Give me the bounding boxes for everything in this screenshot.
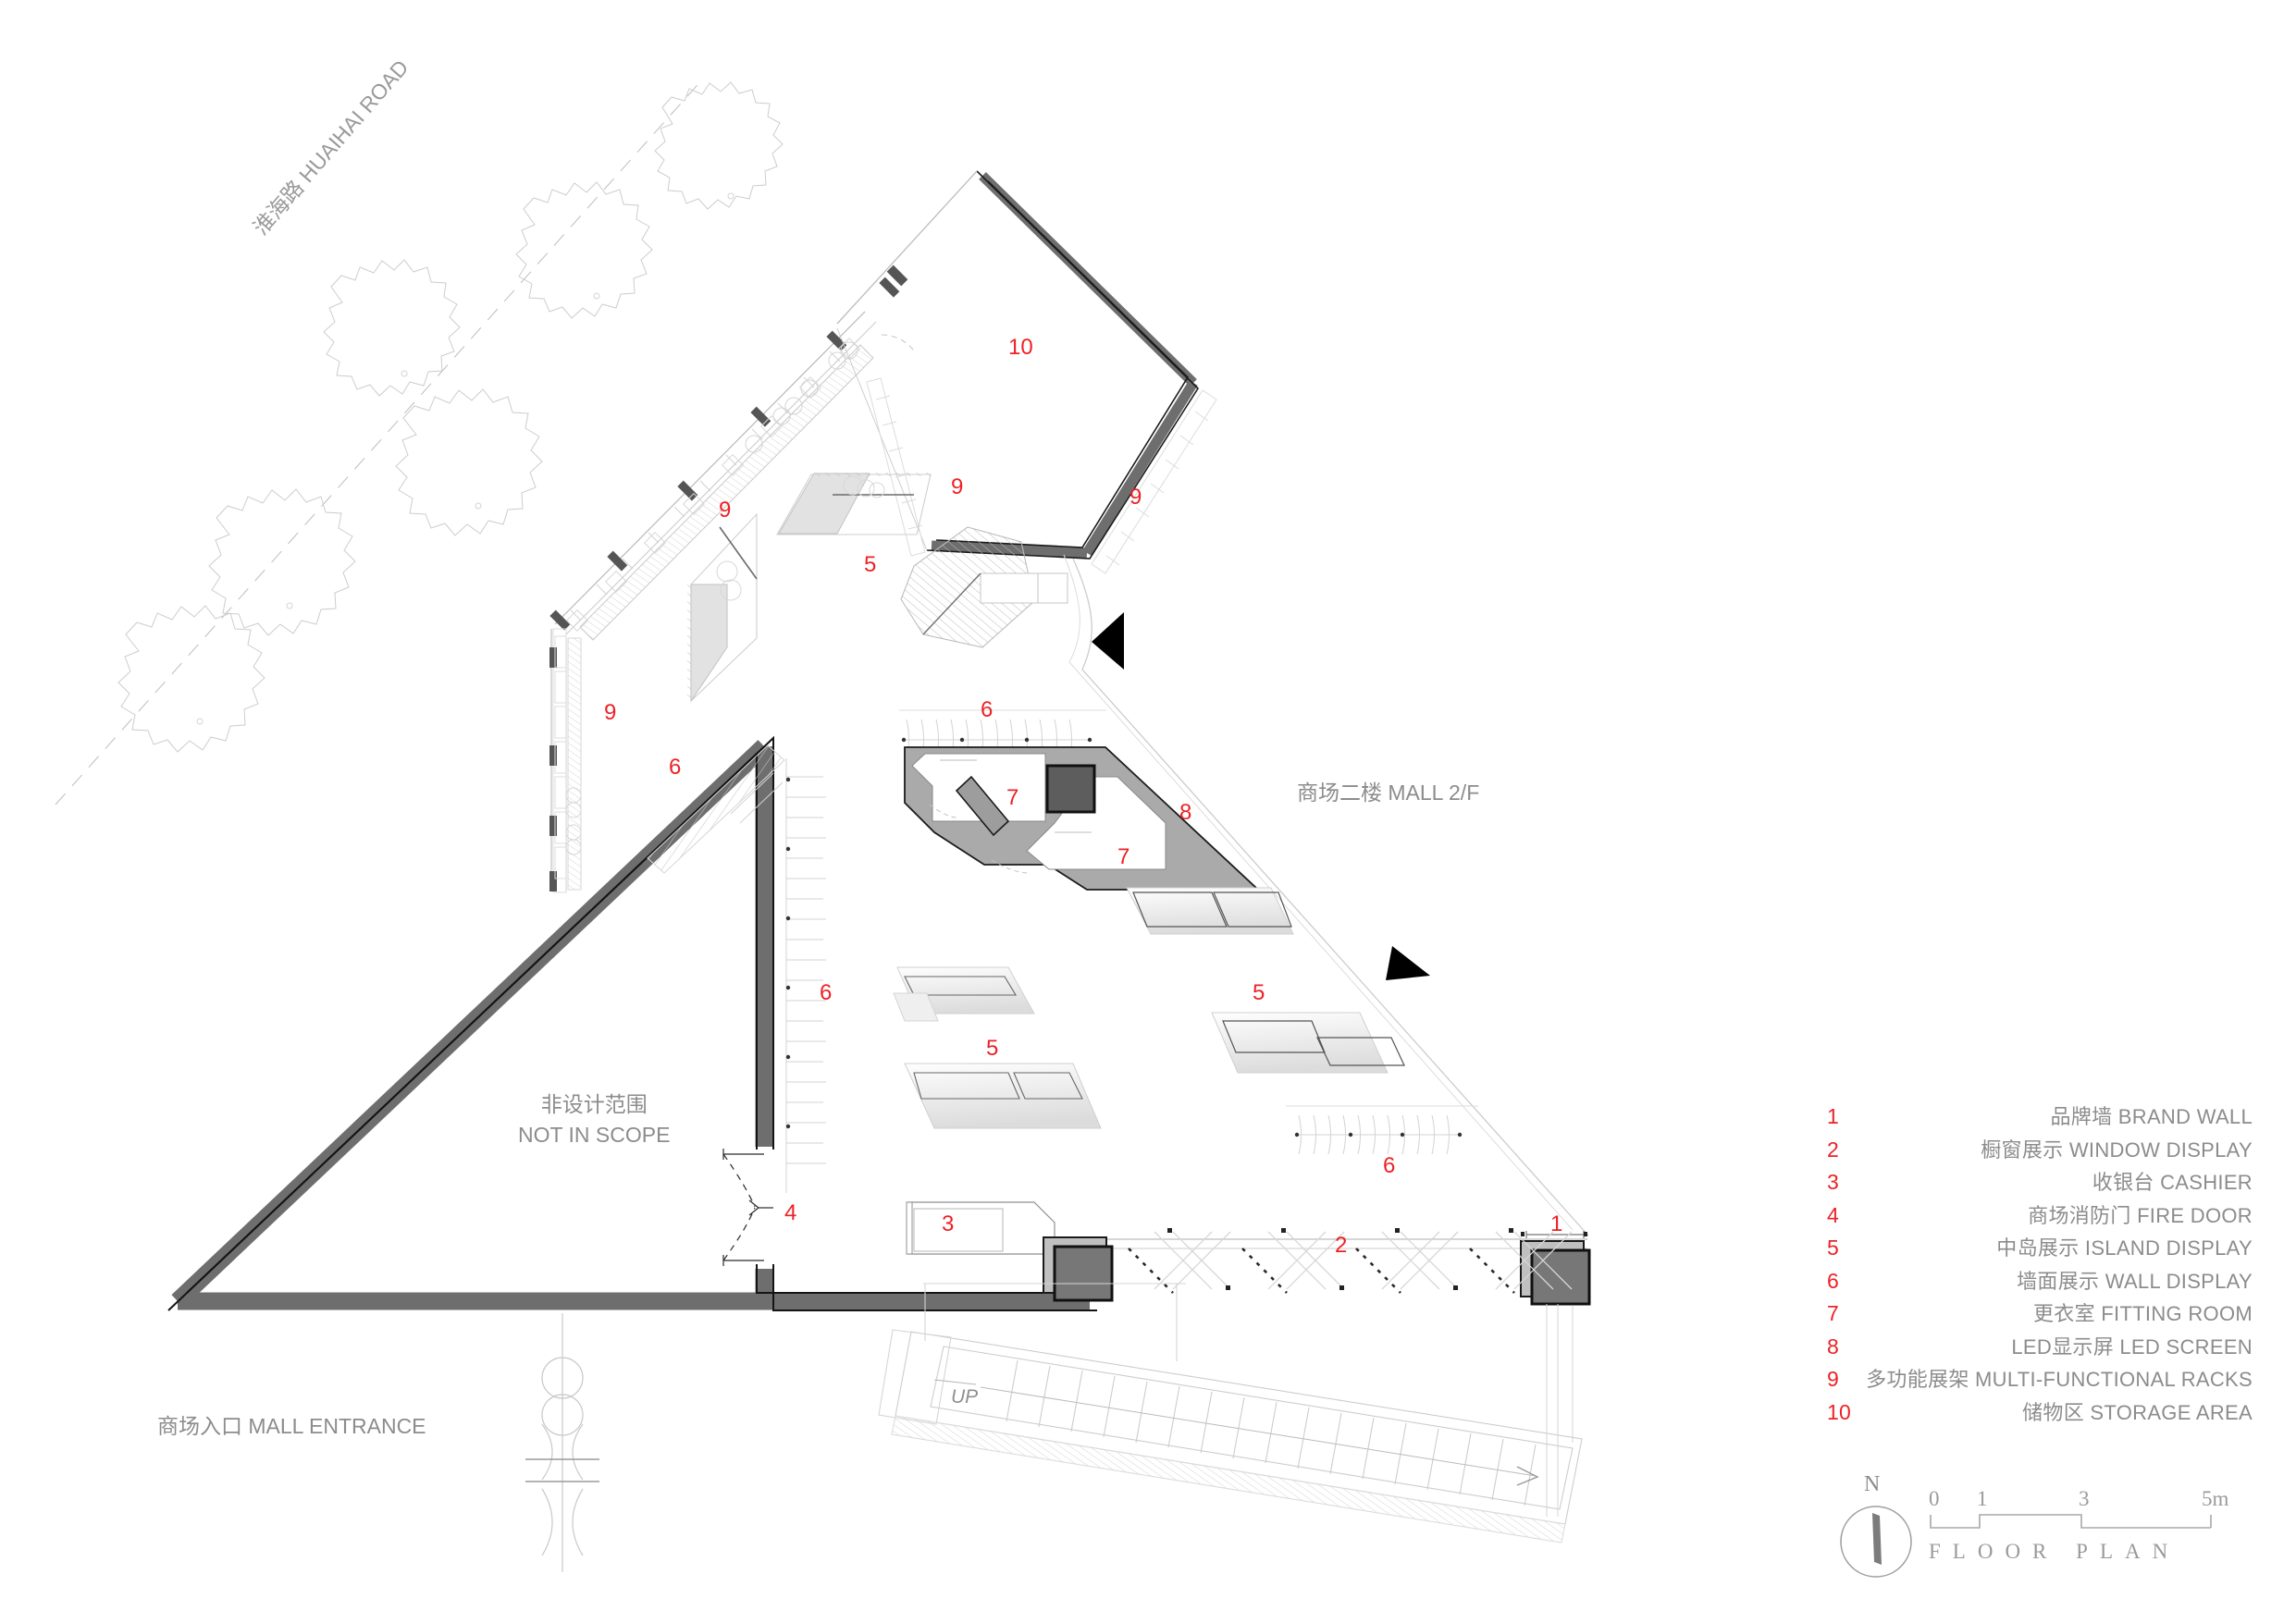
plan-marker-6: 6: [669, 755, 682, 780]
north-west-facade: [549, 277, 923, 893]
not-in-scope-area: [167, 735, 1097, 1311]
plan-marker-4: 4: [784, 1200, 797, 1225]
legend-row: 1 品牌墙 BRAND WALL: [1827, 1100, 2253, 1134]
legend-label: 储物区 STORAGE AREA: [2022, 1400, 2253, 1424]
window-display-2: [1128, 1228, 1573, 1294]
cashier-3: [906, 1201, 1055, 1255]
legend-number: 5: [1827, 1236, 1839, 1260]
plan-marker-5: 5: [1253, 980, 1265, 1005]
legend-row: 10 储物区 STORAGE AREA: [1827, 1396, 2253, 1430]
arrow-down-right-icon: [1386, 946, 1430, 980]
island-display-right-upper: [1126, 887, 1294, 935]
island-display-left: [687, 512, 758, 703]
wall-display-6-right: [1286, 1105, 1478, 1155]
entrance-service-line: [525, 1313, 599, 1572]
plan-marker-8: 8: [1179, 800, 1192, 825]
island-display-hatched: [900, 526, 1068, 648]
island-display-centre-b: [904, 1063, 1102, 1129]
plan-marker-6: 6: [1383, 1153, 1396, 1178]
plan-marker-9: 9: [719, 498, 732, 523]
legend-label: 多功能展架 MULTI-FUNCTIONAL RACKS: [1866, 1368, 2253, 1391]
legend-row: 8 LED显示屏 LED SCREEN: [1827, 1331, 2253, 1364]
label-stair-direction-up: UP: [951, 1386, 979, 1408]
legend-number: 2: [1827, 1137, 1839, 1162]
legend-number: 6: [1827, 1268, 1839, 1293]
legend-label: 品牌墙 BRAND WALL: [2050, 1105, 2253, 1128]
legend-row: 4 商场消防门 FIRE DOOR: [1827, 1199, 2253, 1233]
legend-label: 橱窗展示 WINDOW DISPLAY: [1981, 1137, 2253, 1162]
plan-marker-2: 2: [1335, 1233, 1348, 1258]
plan-marker-6: 6: [981, 697, 994, 722]
facade-jamb: [549, 277, 900, 631]
label-mall-2f: 商场二楼 MALL 2/F: [1297, 781, 1480, 805]
legend-number: 9: [1827, 1367, 1839, 1391]
plan-marker-10: 10: [1008, 335, 1033, 360]
arrow-left-icon: [1092, 612, 1124, 670]
island-display-centre-a: [893, 966, 1035, 1022]
wall-display-6-left: [730, 758, 826, 1193]
legend-label: 更衣室 FITTING ROOM: [2032, 1302, 2253, 1325]
legend-row: 9 多功能展架 MULTI-FUNCTIONAL RACKS: [1827, 1363, 2253, 1396]
island-display-right-lower: [1211, 1012, 1405, 1074]
legend-number: 4: [1827, 1202, 1839, 1227]
store-outline: [1063, 554, 1589, 1249]
legend-label: LED显示屏 LED SCREEN: [2011, 1334, 2253, 1359]
right-edge-guides: [1546, 1304, 1574, 1517]
escalator-up: [878, 1283, 1583, 1543]
legend-label: 收银台 CASHIER: [2092, 1171, 2253, 1194]
legend-list: 1 品牌墙 BRAND WALL 2 橱窗展示 WINDOW DISPLAY 3 收银台 …: [1827, 1100, 2253, 1429]
storage-area-10: [836, 170, 1217, 574]
direction-arrows: [1092, 612, 1430, 980]
scale-tick: 0: [1929, 1487, 1940, 1510]
scale-tick: 1: [1977, 1487, 1988, 1510]
not-in-scope-cn: 非设计范围: [540, 1092, 648, 1116]
compass-rose: [1840, 1506, 1912, 1578]
legend-row: 5 中岛展示 ISLAND DISPLAY: [1827, 1232, 2253, 1265]
label-not-in-scope: 非设计范围 NOT IN SCOPE: [518, 1089, 670, 1150]
legend-row: 7 更衣室 FITTING ROOM: [1827, 1297, 2253, 1331]
plan-marker-6: 6: [820, 980, 833, 1005]
scale-tick: 3: [2079, 1487, 2090, 1510]
legend-row: 3 收银台 CASHIER: [1827, 1166, 2253, 1199]
plan-marker-9: 9: [604, 700, 617, 725]
plan-marker-7: 7: [1117, 844, 1130, 869]
compass-north-label: N: [1864, 1472, 1881, 1496]
legend-number: 10: [1827, 1399, 1851, 1424]
plan-marker-1: 1: [1550, 1211, 1563, 1236]
plan-marker-9: 9: [951, 474, 964, 499]
scale-tick: 5m: [2202, 1487, 2229, 1510]
plan-marker-5: 5: [864, 552, 877, 577]
floor-plan-title: FLOOR PLAN: [1929, 1540, 2180, 1563]
scale-bar-ticks: 0 1 3 5m: [1929, 1487, 2228, 1511]
legend-label: 商场消防门 FIRE DOOR: [2028, 1203, 2253, 1227]
tree-canopy: [117, 81, 784, 753]
legend-number: 1: [1827, 1104, 1839, 1128]
legend-number: 7: [1827, 1301, 1839, 1325]
site-landscape: [55, 78, 784, 805]
legend-row: 2 橱窗展示 WINDOW DISPLAY: [1827, 1134, 2253, 1167]
not-in-scope-en: NOT IN SCOPE: [518, 1122, 671, 1147]
legend-label: 中岛展示 ISLAND DISPLAY: [1996, 1236, 2253, 1260]
fire-door-4: [722, 1149, 773, 1266]
legend-row: 6 墙面展示 WALL DISPLAY: [1827, 1265, 2253, 1298]
island-display-upper: [776, 473, 932, 535]
legend-label: 墙面展示 WALL DISPLAY: [2017, 1269, 2253, 1293]
plan-marker-5: 5: [986, 1036, 999, 1061]
plan-marker-3: 3: [942, 1211, 955, 1236]
plan-marker-9: 9: [1129, 485, 1142, 510]
scale-bar-graphic: [1930, 1514, 2212, 1529]
legend-number: 3: [1827, 1170, 1839, 1194]
plan-marker-7: 7: [1006, 785, 1019, 810]
legend-number: 8: [1827, 1334, 1839, 1359]
fitting-rooms: [904, 746, 1261, 891]
wall-display-6-slope: [647, 744, 785, 874]
label-mall-entrance: 商场入口 MALL ENTRANCE: [157, 1414, 426, 1438]
